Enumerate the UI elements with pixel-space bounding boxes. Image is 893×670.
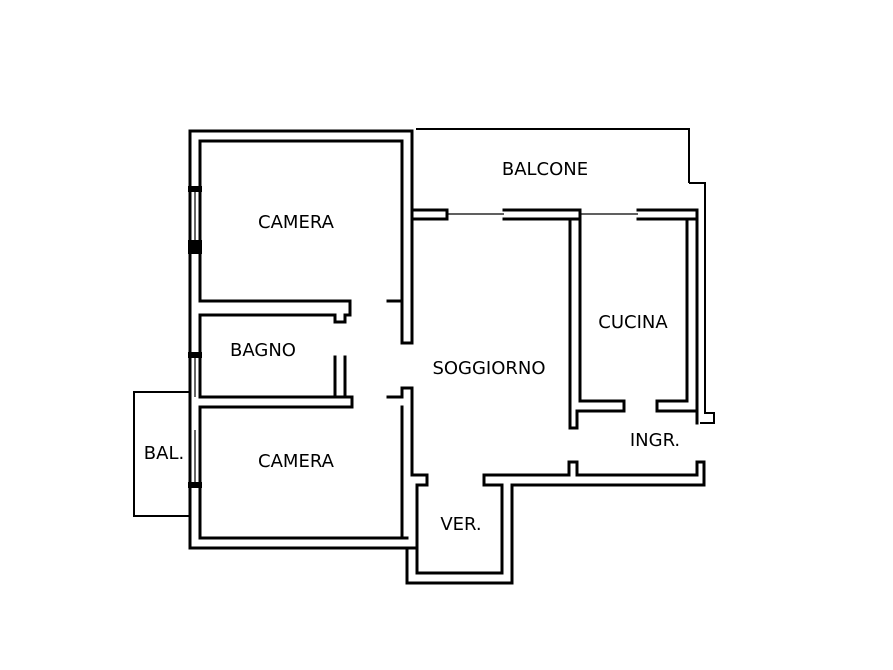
label-ingr: INGR.: [630, 430, 680, 451]
label-bal: BAL.: [144, 443, 184, 464]
label-cucina: CUCINA: [598, 312, 668, 333]
exterior-walls: [188, 129, 419, 550]
label-ver: VER.: [440, 514, 481, 535]
label-soggiorno: SOGGIORNO: [432, 358, 545, 379]
small-balcony-outline: [133, 391, 191, 517]
label-camera-top: CAMERA: [258, 212, 335, 233]
label-balcone: BALCONE: [502, 159, 588, 180]
label-bagno: BAGNO: [230, 340, 296, 361]
interior-walls: [198, 139, 706, 585]
balcone-outline: [410, 128, 715, 424]
label-camera-bottom: CAMERA: [258, 451, 335, 472]
